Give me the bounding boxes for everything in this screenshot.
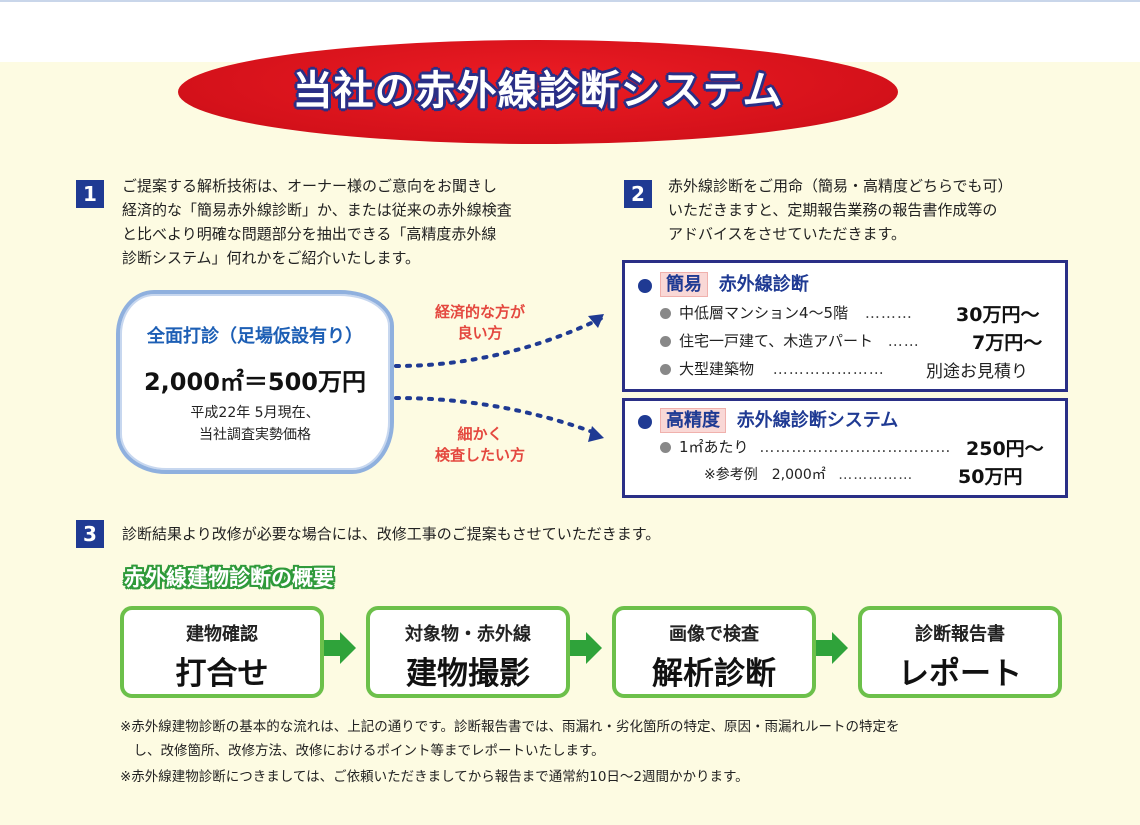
bullet-icon (638, 278, 652, 293)
simple-row-price: 別途お見積り (926, 362, 1028, 382)
step-title: 打合せ (175, 656, 269, 692)
simple-row: 住宅一戸建て、木造アパート …… (660, 330, 920, 351)
simple-box-header: 簡易 赤外線診断 (638, 270, 809, 297)
economy-label-line: 経済的な方が (434, 303, 525, 321)
simple-row: 大型建築物 ………………… (660, 358, 885, 379)
step-subtitle: 建物確認 (186, 624, 258, 645)
step-subtitle: 診断報告書 (915, 624, 1005, 645)
section2-line: 赤外線診断をご用命（簡易・高精度どちらでも可） (668, 177, 1013, 195)
arrow-head-down (588, 426, 604, 442)
cloud-note-line: 当社調査実勢価格 (199, 427, 311, 443)
detail-label-line: 細かく (457, 425, 503, 443)
dotted-arrow-up (394, 316, 604, 368)
step-subtitle: 対象物・赤外線 (405, 624, 531, 645)
step-arrow-icon (832, 632, 848, 664)
cloud-heading: 全面打診（足場仮設有り） (147, 326, 363, 347)
row-label: 住宅一戸建て、木造アパート (679, 332, 873, 350)
step-arrow-shaft (816, 640, 832, 656)
economy-label: 経済的な方が 良い方 (410, 302, 550, 344)
step-box-3: 画像で検査 解析診断 (612, 606, 816, 698)
row-label: 1㎡あたり (679, 438, 749, 456)
row-leader: …… (887, 332, 920, 350)
precise-example: ※参考例 2,000㎡ …………… (704, 464, 913, 484)
section1-text: ご提案する解析技術は、オーナー様のご意向をお聞きし 経済的な「簡易赤外線診断」か… (122, 174, 512, 270)
precise-tag: 高精度 (660, 408, 726, 433)
detail-label-line: 検査したい方 (434, 446, 525, 464)
step-box-2: 対象物・赤外線 建物撮影 (366, 606, 570, 698)
page-title: 当社の赤外線診断システム (292, 68, 784, 114)
step-arrow-shaft (324, 640, 340, 656)
simple-row: 中低層マンション4〜5階 ……… (660, 302, 913, 323)
step-title: 建物撮影 (406, 656, 530, 692)
step-title: レポート (898, 656, 1022, 692)
section-number-1: 1 (76, 180, 104, 208)
precise-row: 1㎡あたり ……………………………… (660, 436, 951, 457)
footnote: ※赤外線建物診断につきましては、ご依頼いただきましてから報告まで通常約10日〜2… (120, 769, 749, 785)
bullet-icon (660, 308, 671, 319)
section2-line: アドバイスをさせていただきます。 (668, 225, 907, 243)
precise-heading: 赤外線診断システム (736, 410, 899, 431)
row-leader: ………………… (772, 360, 885, 378)
arrow-head-up (588, 314, 604, 328)
section-number-2: 2 (624, 180, 652, 208)
row-leader: ……… (864, 304, 913, 322)
simple-row-price: 7万円〜 (972, 332, 1043, 354)
economy-label-line: 良い方 (457, 324, 503, 342)
row-label: ※参考例 2,000㎡ (704, 467, 826, 483)
simple-tag: 簡易 (660, 272, 708, 297)
step-box-4: 診断報告書 レポート (858, 606, 1062, 698)
detail-label: 細かく 検査したい方 (410, 424, 550, 466)
step-subtitle: 画像で検査 (669, 624, 759, 645)
bullet-icon (638, 414, 652, 429)
step-arrow-icon (586, 632, 602, 664)
precise-row-price: 250円〜 (966, 438, 1044, 460)
step-title: 解析診断 (652, 656, 776, 692)
section1-line: ご提案する解析技術は、オーナー様のご意向をお聞きし (122, 177, 498, 195)
precise-example-price: 50万円 (958, 466, 1023, 488)
overview-title: 赤外線建物診断の概要 (124, 566, 334, 590)
simple-heading: 赤外線診断 (718, 274, 809, 295)
section1-line: 診断システム」何れかをご紹介いたします。 (122, 249, 421, 267)
cloud-note-line: 平成22年 5月現在、 (190, 405, 320, 421)
precise-box-header: 高精度 赤外線診断システム (638, 406, 899, 433)
section1-line: と比べより明確な問題部分を抽出できる「高精度赤外線 (122, 225, 497, 243)
step-arrow-shaft (570, 640, 586, 656)
row-leader: …………… (838, 467, 914, 483)
section-number-3: 3 (76, 520, 104, 548)
section3-text: 診断結果より改修が必要な場合には、改修工事のご提案もさせていただきます。 (122, 525, 661, 543)
footnote: ※赤外線建物診断の基本的な流れは、上記の通りです。診断報告書では、雨漏れ・劣化箇… (120, 719, 900, 735)
simple-diagnosis-box (622, 260, 1068, 392)
section2-text: 赤外線診断をご用命（簡易・高精度どちらでも可） いただきますと、定期報告業務の報… (668, 174, 1013, 246)
bullet-icon (660, 364, 671, 375)
branch-arrows (394, 314, 604, 442)
row-label: 中低層マンション4〜5階 (679, 304, 849, 322)
price-cloud (116, 290, 394, 474)
bullet-icon (660, 336, 671, 347)
dotted-arrow-down (394, 396, 600, 436)
cloud-note: 平成22年 5月現在、 当社調査実勢価格 (116, 402, 394, 446)
section2-line: いただきますと、定期報告業務の報告書作成等の (668, 201, 998, 219)
section1-line: 経済的な「簡易赤外線診断」か、または従来の赤外線検査 (122, 201, 512, 219)
simple-row-price: 30万円〜 (956, 304, 1040, 326)
row-label: 大型建築物 (679, 360, 755, 378)
title-oval (178, 40, 898, 144)
bullet-icon (660, 442, 671, 453)
step-arrow-icon (340, 632, 356, 664)
step-box-1: 建物確認 打合せ (120, 606, 324, 698)
cloud-price: 2,000㎡＝500万円 (143, 368, 366, 396)
row-leader: ……………………………… (759, 438, 952, 456)
footnote: し、改修箇所、改修方法、改修におけるポイント等までレポートいたします。 (120, 743, 605, 759)
